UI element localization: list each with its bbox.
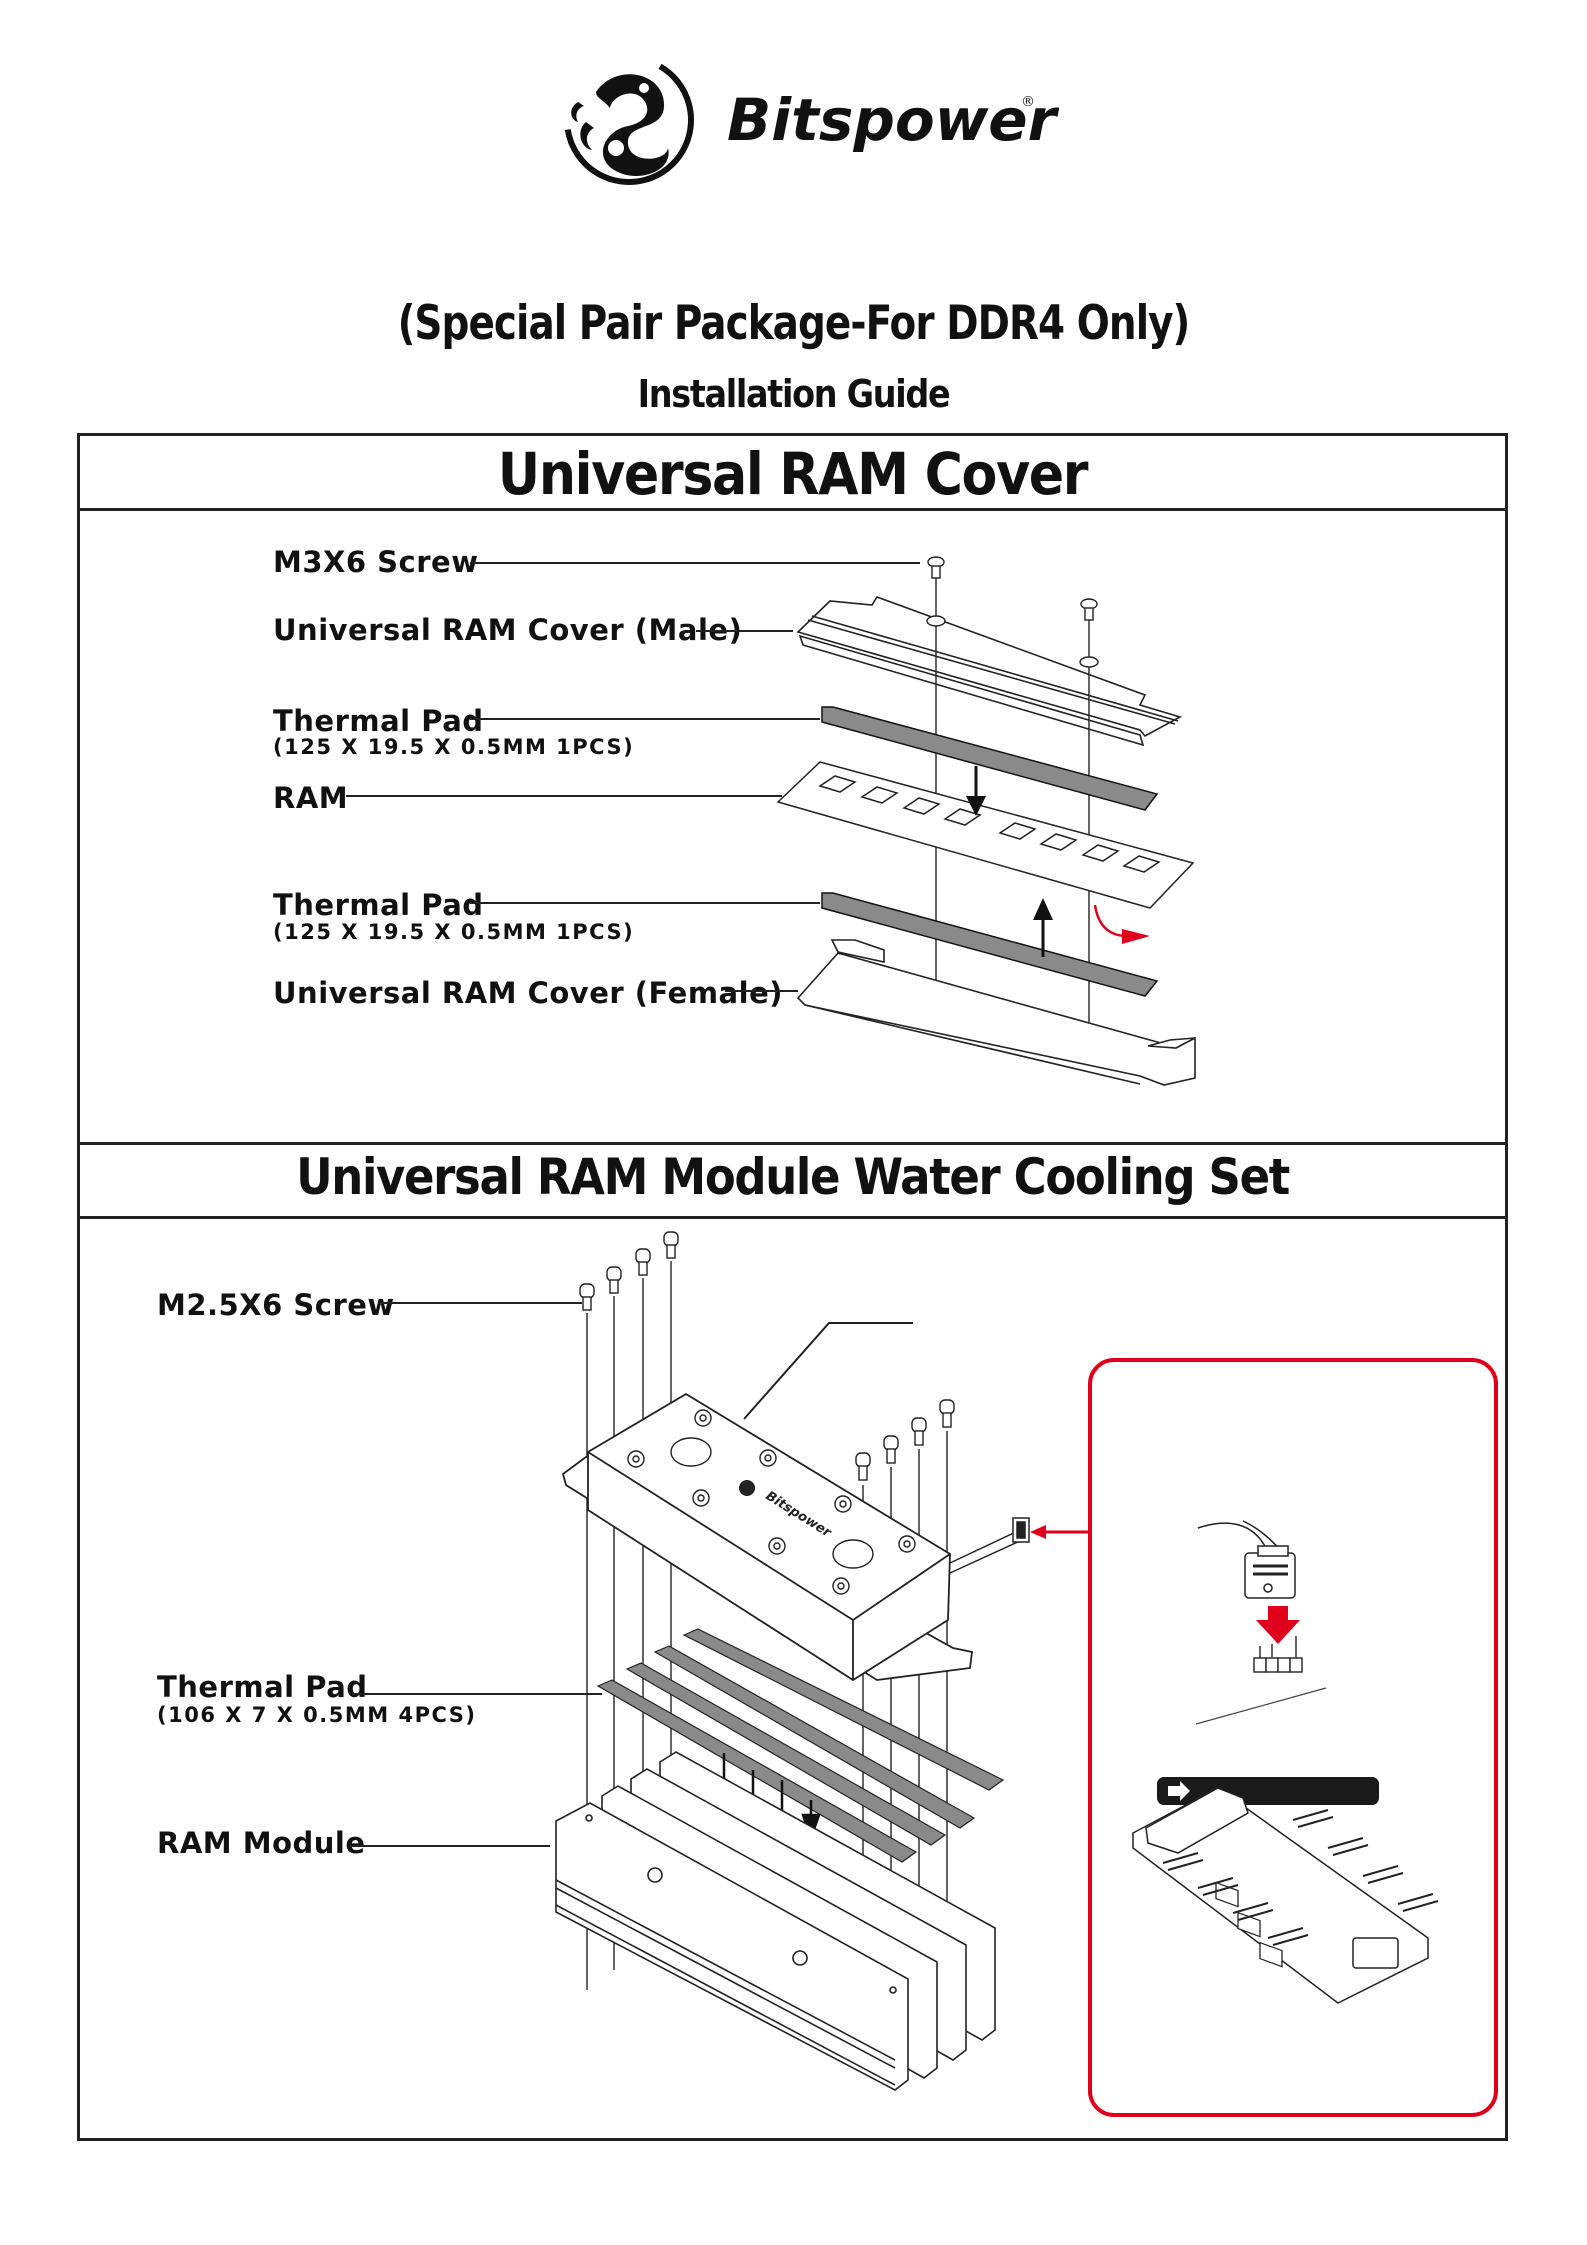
label-m3x6-screw: M3X6 Screw <box>273 545 479 579</box>
rgb-connection-inset <box>1088 1358 1498 2117</box>
label-thermal-pad-bottom: Thermal Pad <box>273 888 484 922</box>
spec-thermal-pad-4pcs: (106 X 7 X 0.5MM 4PCS) <box>157 1703 477 1727</box>
m3x6-screws <box>926 556 1099 1030</box>
right-arrow-icon <box>1168 1781 1190 1801</box>
dragon-logo-icon <box>564 55 694 185</box>
label-thermal-pad-4pcs: Thermal Pad <box>157 1670 368 1704</box>
inset-diagram <box>1132 1520 1439 2004</box>
thermal-pads-4pcs <box>596 1628 1005 1863</box>
label-ram: RAM <box>273 781 349 815</box>
content-frame <box>77 433 1508 2141</box>
label-m25x6-screw: M2.5X6 Screw <box>157 1288 395 1322</box>
ram-stick <box>776 761 1195 909</box>
brand-name: Bitspower <box>727 86 1057 154</box>
section-title-ram-cover: Universal RAM Cover <box>497 440 1089 508</box>
guide-title: Installation Guide <box>637 372 951 416</box>
section-divider <box>77 508 1508 511</box>
label-ram-module: RAM Module <box>157 1826 366 1860</box>
package-subtitle: (Special Pair Package-For DDR4 Only) <box>397 296 1191 351</box>
ram-modules <box>555 1751 996 2091</box>
black-arrow-up-icon <box>1033 898 1053 957</box>
thermal-pad-top <box>821 706 1159 811</box>
red-down-arrow-icon <box>1256 1606 1300 1644</box>
rgb-header-connector-icon <box>1197 1520 1296 1599</box>
ram-cover-female <box>796 939 1196 1086</box>
section-divider <box>77 1142 1508 1145</box>
spec-thermal-pad-top: (125 X 19.5 X 0.5MM 1PCS) <box>273 735 635 759</box>
section-title-water-cooling: Universal RAM Module Water Cooling Set <box>296 1148 1290 1206</box>
black-arrow-down-icon <box>966 766 986 816</box>
section-divider <box>77 1216 1508 1219</box>
rgb-controller-board <box>1132 1787 1429 2004</box>
leader-line-water-block <box>743 1322 913 1420</box>
water-block <box>561 1392 973 1682</box>
label-thermal-pad-top: Thermal Pad <box>273 704 484 738</box>
red-rotate-arrow-icon <box>1093 904 1150 944</box>
inset-banner <box>1157 1777 1379 1805</box>
pin-header-rows <box>1162 1809 1439 1946</box>
spec-thermal-pad-bottom: (125 X 19.5 X 0.5MM 1PCS) <box>273 920 635 944</box>
pin-header-icon <box>1253 1636 1303 1673</box>
label-ram-cover-male: Universal RAM Cover (Male) <box>273 613 743 647</box>
ram-cover-male <box>796 596 1183 747</box>
thermal-pad-bottom <box>821 892 1159 997</box>
registered-mark: ® <box>1021 94 1035 110</box>
red-pointer-arrow-icon <box>1030 1525 1088 1539</box>
m25x6-screws-left <box>579 1231 679 1990</box>
rgb-cable <box>949 1517 1030 1574</box>
label-ram-cover-female: Universal RAM Cover (Female) <box>273 976 783 1010</box>
